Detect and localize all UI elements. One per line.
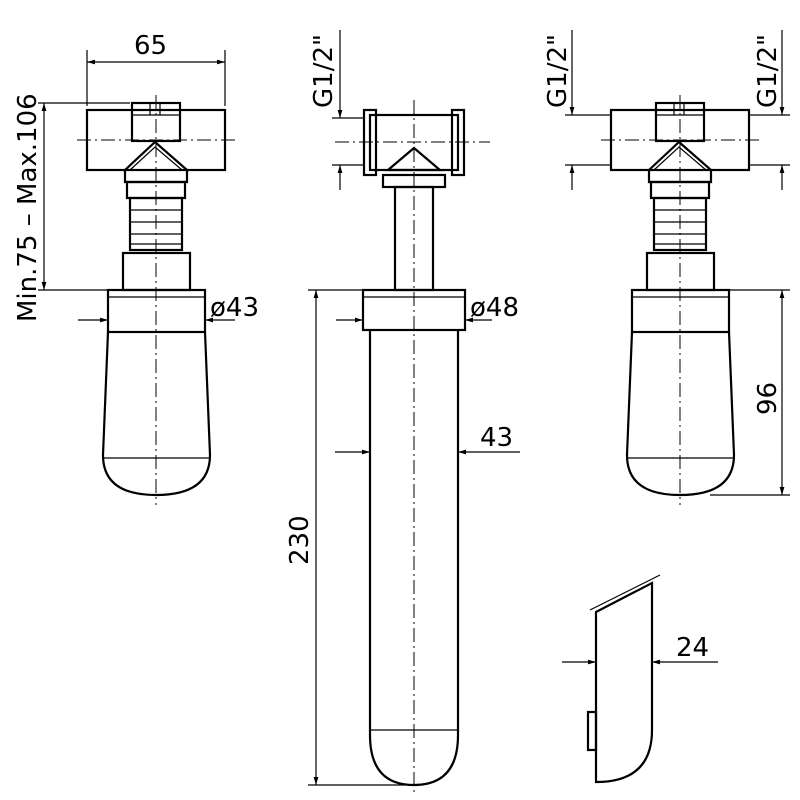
middle-valve-view [335, 100, 490, 795]
dim-height-range: Min.75 – Max.106 [13, 93, 43, 322]
right-valve-view [599, 93, 763, 507]
dim-thread-right-b: G1/2" [753, 34, 783, 108]
dim-spout-24: 24 [676, 633, 709, 663]
dim-dia-43: ø43 [210, 293, 259, 323]
dim-thread-middle: G1/2" [309, 34, 339, 108]
spout-side-view [586, 574, 661, 784]
dim-thread-right-a: G1/2" [543, 34, 573, 108]
dim-dia-48: ø48 [470, 293, 519, 323]
left-valve-view [77, 95, 237, 505]
dim-tube-43: 43 [480, 423, 513, 453]
dim-height-96: 96 [753, 382, 783, 415]
dim-width-65: 65 [134, 31, 167, 61]
dim-length-230: 230 [285, 515, 315, 565]
